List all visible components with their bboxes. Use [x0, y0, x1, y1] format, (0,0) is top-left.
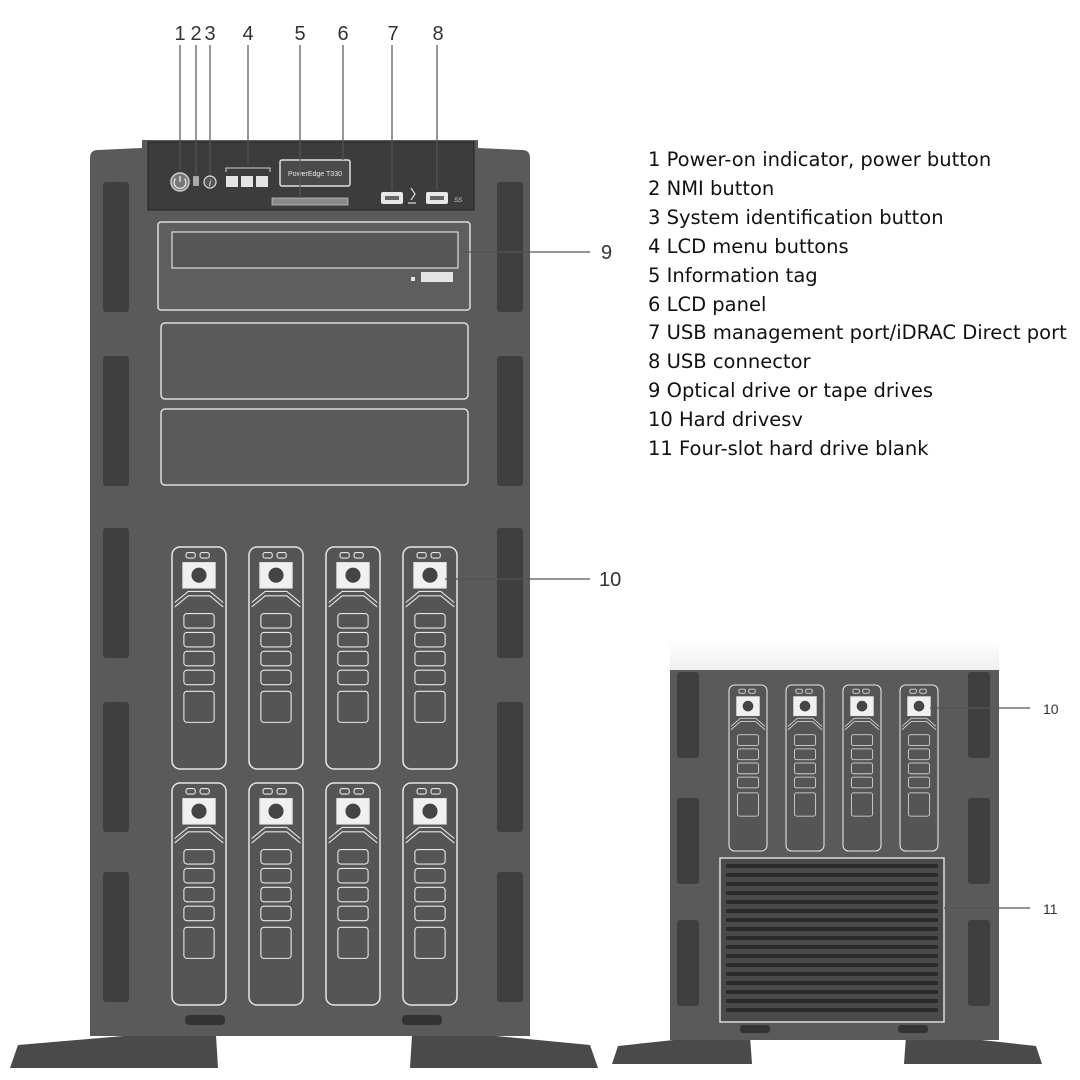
optical-drive-tray: [171, 231, 459, 269]
legend-item: 8 USB connector: [648, 350, 811, 374]
hard-drive[interactable]: [899, 684, 939, 852]
side-vent: [497, 182, 523, 312]
side-vent: [968, 672, 990, 758]
hard-drive[interactable]: [402, 546, 458, 770]
hard-drive[interactable]: [171, 546, 227, 770]
bottom-vent: [185, 1015, 225, 1025]
optical-eject-indicator: [411, 277, 415, 281]
hard-drive[interactable]: [842, 684, 882, 852]
drive-bay-blank: [160, 322, 469, 400]
drive-blank-grille: [726, 864, 938, 1012]
callout-10: 10: [599, 569, 621, 591]
id-symbol: i: [209, 178, 212, 188]
lcd-menu-button-icon[interactable]: [241, 176, 253, 187]
bottom-vent: [402, 1015, 442, 1025]
legend-item: 7 USB management port/iDRAC Direct port: [648, 321, 1067, 345]
usb-icon: [408, 187, 416, 204]
legend-item: 10 Hard drivesv: [648, 408, 803, 432]
callout-10-variant: 10: [1043, 701, 1059, 717]
legend-item: 5 Information tag: [648, 263, 818, 287]
callout-5: 5: [294, 23, 305, 45]
side-vent: [103, 702, 129, 832]
bottom-vent: [898, 1025, 928, 1033]
hard-drive-bays: [171, 546, 458, 1006]
legend-item: 9 Optical drive or tape drives: [648, 379, 934, 403]
hard-drive[interactable]: [171, 782, 227, 1006]
callout-1: 1: [174, 23, 185, 45]
side-vent: [103, 528, 129, 658]
side-vent: [497, 356, 523, 486]
component-legend: 1 Power-on indicator, power button 2 NMI…: [648, 146, 1067, 464]
side-vent: [968, 920, 990, 1006]
tower-server: i PowerEdge T330 SS: [10, 140, 598, 1068]
hard-drive[interactable]: [325, 782, 381, 1006]
drive-bay-blank: [160, 408, 469, 486]
lcd-menu-button-icon[interactable]: [226, 176, 238, 187]
chassis-variant-view: [612, 640, 1042, 1064]
callout-4: 4: [242, 23, 253, 45]
side-vent: [497, 528, 523, 658]
callout-7: 7: [387, 23, 398, 45]
side-vent: [103, 872, 129, 1002]
system-id-button-icon[interactable]: [203, 175, 217, 189]
hard-drive[interactable]: [402, 782, 458, 1006]
callout-6: 6: [337, 23, 348, 45]
usb-superspeed-logo: SS: [454, 198, 462, 204]
optical-eject-button[interactable]: [421, 272, 453, 282]
nmi-button-icon[interactable]: [193, 176, 199, 186]
bottom-vent: [740, 1025, 770, 1033]
hard-drive-bays-variant: [728, 684, 939, 852]
lcd-panel: [279, 159, 351, 187]
side-vent: [968, 798, 990, 884]
information-tag: [271, 197, 349, 206]
legend-item: 3 System identification button: [648, 205, 944, 229]
side-vent: [677, 672, 699, 758]
right-foot: [410, 1031, 598, 1068]
callout-2: 2: [190, 23, 201, 45]
left-foot: [10, 1031, 218, 1068]
callout-8: 8: [432, 23, 443, 45]
legend-item: 4 LCD menu buttons: [648, 234, 849, 258]
hard-drive[interactable]: [248, 782, 304, 1006]
variant-foot-right: [904, 1034, 1042, 1064]
side-vent: [103, 182, 129, 312]
hard-drive[interactable]: [728, 684, 768, 852]
callout-9: 9: [601, 242, 612, 264]
legend-item: 11 Four-slot hard drive blank: [648, 437, 929, 461]
callout-11: 11: [1043, 901, 1058, 917]
legend-item: 1 Power-on indicator, power button: [648, 148, 992, 171]
callout-3: 3: [204, 23, 215, 45]
lcd-menu-button-icon[interactable]: [256, 176, 268, 187]
hard-drive[interactable]: [248, 546, 304, 770]
hard-drive[interactable]: [785, 684, 825, 852]
side-vent: [497, 872, 523, 1002]
lcd-text: PowerEdge T330: [288, 171, 342, 178]
side-vent: [103, 356, 129, 486]
variant-foot-left: [612, 1034, 752, 1064]
side-vent: [677, 920, 699, 1006]
side-vent: [677, 798, 699, 884]
hard-drive[interactable]: [325, 546, 381, 770]
side-vent: [497, 702, 523, 832]
legend-item: 6 LCD panel: [648, 292, 767, 316]
legend-item: 2 NMI button: [648, 176, 775, 200]
callouts: [179, 45, 1030, 909]
